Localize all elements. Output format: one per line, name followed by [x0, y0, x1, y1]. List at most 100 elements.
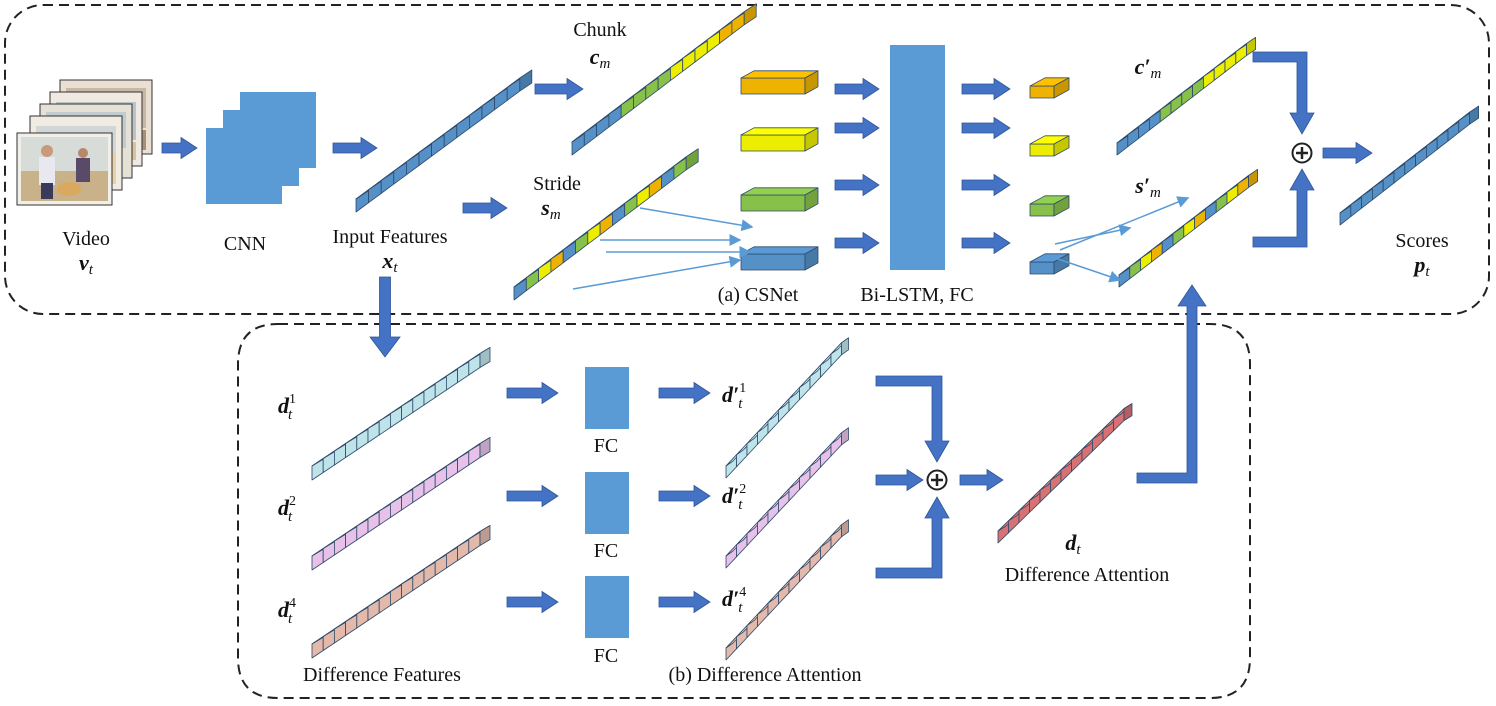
fc-label-3: FC: [594, 645, 618, 667]
arrow-features-to-chunk: [534, 77, 584, 101]
arrow-to-scores: [1322, 141, 1373, 165]
fc-label-1: FC: [594, 435, 618, 457]
bar-cell-front: [367, 420, 380, 443]
box-front: [1029, 261, 1055, 275]
difference-feature-2-bar: [311, 437, 491, 571]
box-front: [1029, 85, 1055, 99]
arrow-segment-to-bilstm-3: [834, 173, 880, 197]
bar-cell-front: [1118, 266, 1131, 288]
bilstm-label: Bi-LSTM, FC: [860, 284, 973, 306]
difference-attention-label: Difference Attention: [1005, 564, 1170, 586]
bar-end-face: [1248, 168, 1258, 188]
bar-cell-front: [670, 57, 684, 81]
video-frames-icon: [16, 79, 153, 206]
bar-cell-front: [1339, 204, 1352, 226]
stride-bar: [513, 148, 699, 301]
bar-cell-front: [423, 473, 436, 496]
difference-features-label: Difference Features: [303, 664, 461, 686]
video-symbol: vt: [79, 250, 94, 278]
bar-cell-front: [1237, 174, 1249, 197]
bar-cell-front: [1140, 249, 1152, 271]
bar-cell-front: [445, 458, 459, 481]
scores-symbol: pt: [1412, 252, 1430, 280]
bar-cell-front: [1415, 145, 1427, 167]
bar-end-face: [479, 347, 491, 368]
difference-feature-4-bar: [311, 525, 491, 659]
bar-cell-front: [525, 267, 539, 292]
bar-cell-front: [356, 428, 369, 451]
bilstm-fc-block: [890, 45, 945, 270]
arrow-elbow-bottom-diff: [875, 496, 950, 579]
bar-cell-front: [506, 77, 521, 101]
bar-cell-front: [1458, 111, 1470, 134]
chunk-label: Chunk: [573, 19, 626, 41]
stride-symbol: sm: [540, 195, 561, 223]
box-side: [804, 70, 819, 95]
bar-cell-front: [423, 383, 436, 406]
box-side: [804, 246, 819, 271]
difference-attention-2-bar: [725, 427, 849, 569]
bar-cell-front: [620, 95, 634, 119]
box-side: [1053, 135, 1070, 157]
bar-cell-front: [389, 583, 403, 606]
bar-cell-front: [1213, 59, 1226, 81]
chunk-prime-bar: [1116, 37, 1256, 156]
bar-cell-front: [1361, 187, 1373, 209]
arrow-segment-to-bilstm-4: [834, 231, 880, 255]
bar-cell-front: [445, 546, 459, 569]
difference-attention-output-bar: [997, 403, 1133, 544]
bar-cell-front: [1192, 76, 1204, 98]
bar-cell-front: [457, 538, 470, 561]
box-side: [1053, 195, 1070, 217]
bar-cell-front: [1151, 241, 1163, 263]
bar-cell-front: [494, 87, 508, 111]
bar-cell-front: [401, 488, 414, 511]
scores-label: Scores: [1395, 230, 1449, 252]
bar-cell-front: [1183, 216, 1195, 238]
bar-cell-front: [1235, 43, 1247, 65]
arrow-segment-to-bilstm-2: [834, 116, 880, 140]
difference-feature-1-bar: [311, 347, 491, 481]
green-output-box: [1029, 195, 1070, 217]
bar-cell-front: [731, 11, 745, 35]
bar-cell-front: [657, 67, 671, 91]
bar-cell-front: [694, 39, 708, 63]
arrow-features-to-stride: [462, 196, 508, 220]
chunk-prime-symbol: c′m: [1135, 54, 1162, 82]
arrow-segment-to-bilstm-1: [834, 77, 880, 101]
bar-cell-front: [661, 165, 675, 189]
bar-cell-front: [1226, 183, 1239, 205]
arrow-elbow-top-scores: [1252, 51, 1315, 135]
bar-cell-front: [405, 152, 420, 176]
csnet-caption: (a) CSNet: [718, 284, 799, 306]
orange-output-box: [1029, 77, 1070, 99]
bar-cell-front: [1382, 170, 1395, 192]
fc-block: [585, 367, 629, 429]
bar-cell-front: [1372, 178, 1384, 201]
box-front: [1029, 143, 1055, 157]
difference-attention-4-bar: [725, 519, 849, 661]
bar-cell-front: [1404, 153, 1416, 176]
bar-cell-front: [356, 606, 369, 629]
bar-cell-front: [1129, 257, 1141, 280]
bar-cell-front: [1215, 191, 1228, 213]
cnn-block: [206, 92, 316, 204]
blue-output-box: [1029, 253, 1070, 275]
bar-cell-front: [1170, 92, 1183, 114]
difference-attention-1-bar: [725, 337, 849, 479]
bar-cell-front: [1436, 128, 1449, 150]
box-front: [740, 77, 806, 95]
bar-cell-front: [673, 156, 687, 180]
arrow-cnn-to-features: [332, 136, 378, 160]
bar-cell-front: [1181, 84, 1193, 106]
arrow-plus-to-difference-attention: [959, 468, 1004, 492]
yellow-segment-box: [740, 127, 819, 152]
bar-cell-front: [468, 443, 481, 466]
bar-cell-front: [412, 568, 425, 591]
bar-cell-front: [468, 353, 481, 376]
bar-cell-front: [401, 576, 414, 599]
arrow-attention-to-stride-prime: [1136, 284, 1207, 484]
